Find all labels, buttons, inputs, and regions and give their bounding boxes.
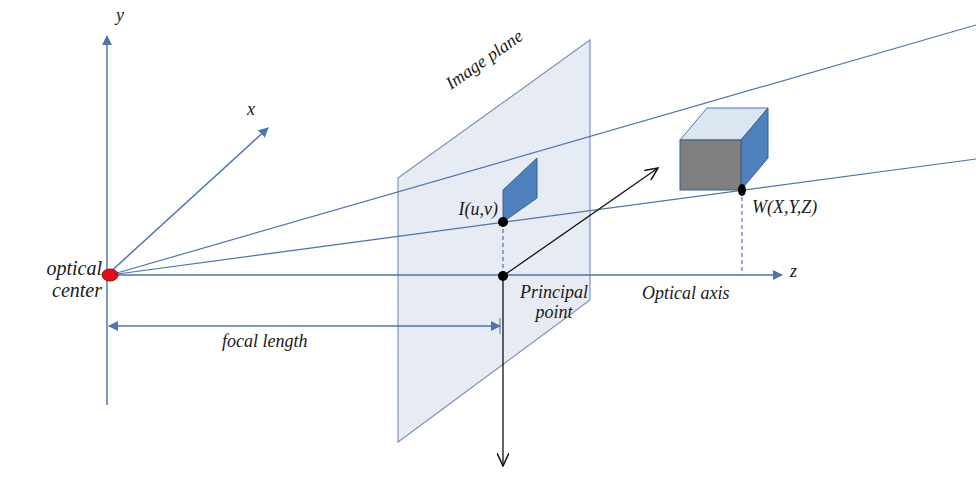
image-point [498, 217, 508, 227]
point-label: I(u,v) [459, 200, 498, 220]
projection-ray [110, 25, 976, 275]
axis-label: Optical axis [642, 284, 730, 304]
dimension-label: focal length [222, 332, 307, 352]
projection-ray [110, 159, 976, 275]
point-label: Principal point [508, 283, 600, 323]
projected-object [503, 158, 537, 222]
plane-label: Image plane [442, 26, 527, 94]
principal-point-dot [498, 271, 508, 281]
optical-axis [110, 274, 782, 276]
drop-line [502, 222, 503, 276]
cube-front [680, 140, 741, 190]
drop-line [741, 190, 742, 275]
optical-center-dot [102, 269, 118, 281]
focal-length-dimension [109, 325, 500, 326]
cube-side [741, 108, 768, 190]
point-label: W(X,Y,Z) [752, 198, 817, 218]
image-plane [398, 40, 590, 442]
axis-label: x [247, 100, 255, 120]
dimension-tick [500, 318, 501, 334]
y-axis [106, 36, 108, 405]
point-label: optical center [2, 257, 102, 301]
image-v-axis [502, 276, 503, 466]
world-point [738, 184, 746, 196]
axis-label: z [790, 262, 797, 282]
axis-label: y [116, 6, 124, 26]
